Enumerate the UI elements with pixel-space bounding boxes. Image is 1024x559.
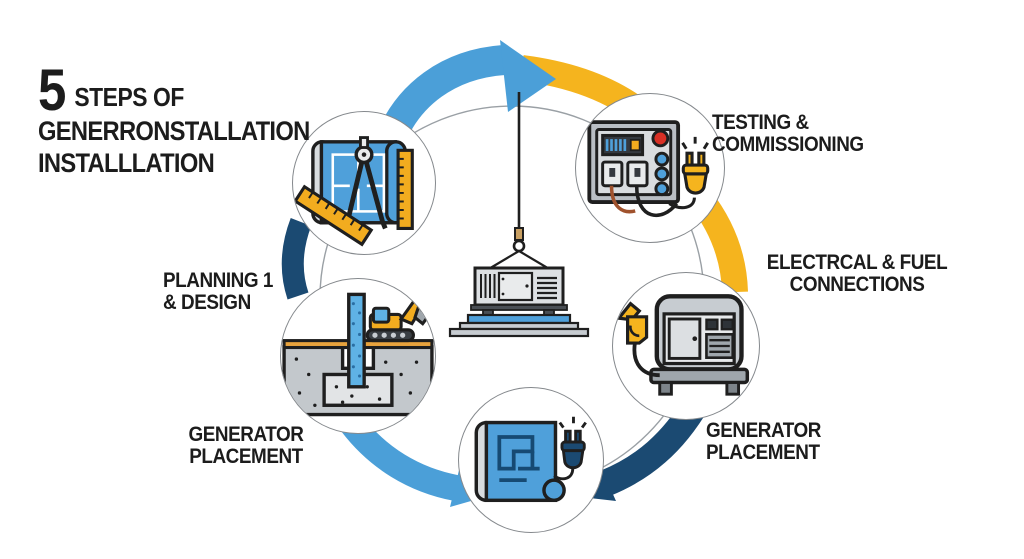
label-line: GENERATOR [188,423,304,446]
label-line: GENERATOR [706,419,821,442]
step-circle-electrical-fuel [612,272,760,420]
label-generator-placement-right: GENERATOR PLACEMENT [706,419,821,465]
title-tagline: STEPS OF [74,82,184,113]
arc-bottom-left-blue [341,415,459,501]
label-line: ELECTRCAL & FUEL [766,251,948,274]
generator-fuel-nozzle-icon [615,294,750,396]
title-number: 5 [38,58,67,123]
crane-lowering-generator-illustration [440,90,600,340]
label-line: PLANNING 1 [163,269,273,292]
label-line: CONNECTIONS [789,273,925,297]
control-panel-plug-icon [587,120,710,218]
step-circle-planning-design [292,111,436,255]
label-testing-commissioning: TESTING & COMMISSIONING [712,111,864,157]
blueprint-plug-icon [474,416,587,503]
blueprint-compass-icon [293,136,414,247]
label-line: PLACEMENT [706,441,820,465]
arrowhead-top-icon [500,40,556,112]
crane-generator-icon [448,92,590,338]
label-line: & DESIGN [163,291,251,315]
step-circle-testing-commissioning [575,93,725,243]
step-circle-generator-placement-site [280,278,436,434]
label-generator-placement-left: GENERATOR PLACEMENT [187,423,306,469]
label-electrical-fuel: ELECTRCAL & FUEL CONNECTIONS [763,251,952,297]
step-circle-generator-placement-plan [458,387,604,533]
title-line3: INSTALLLATION [38,148,215,178]
label-line: TESTING & [712,111,809,134]
title-block: 5 STEPS OF GENERRONSTALLATION INSTALLLAT… [38,58,310,178]
arc-left-navy [281,218,312,300]
title-line2: GENERRONSTALLATION [38,116,310,147]
label-line: COMMISSIONING [712,133,864,157]
label-planning-design: PLANNING 1 & DESIGN [163,269,273,315]
excavator-foundation-icon [282,292,435,417]
label-line: PLACEMENT [189,445,303,469]
